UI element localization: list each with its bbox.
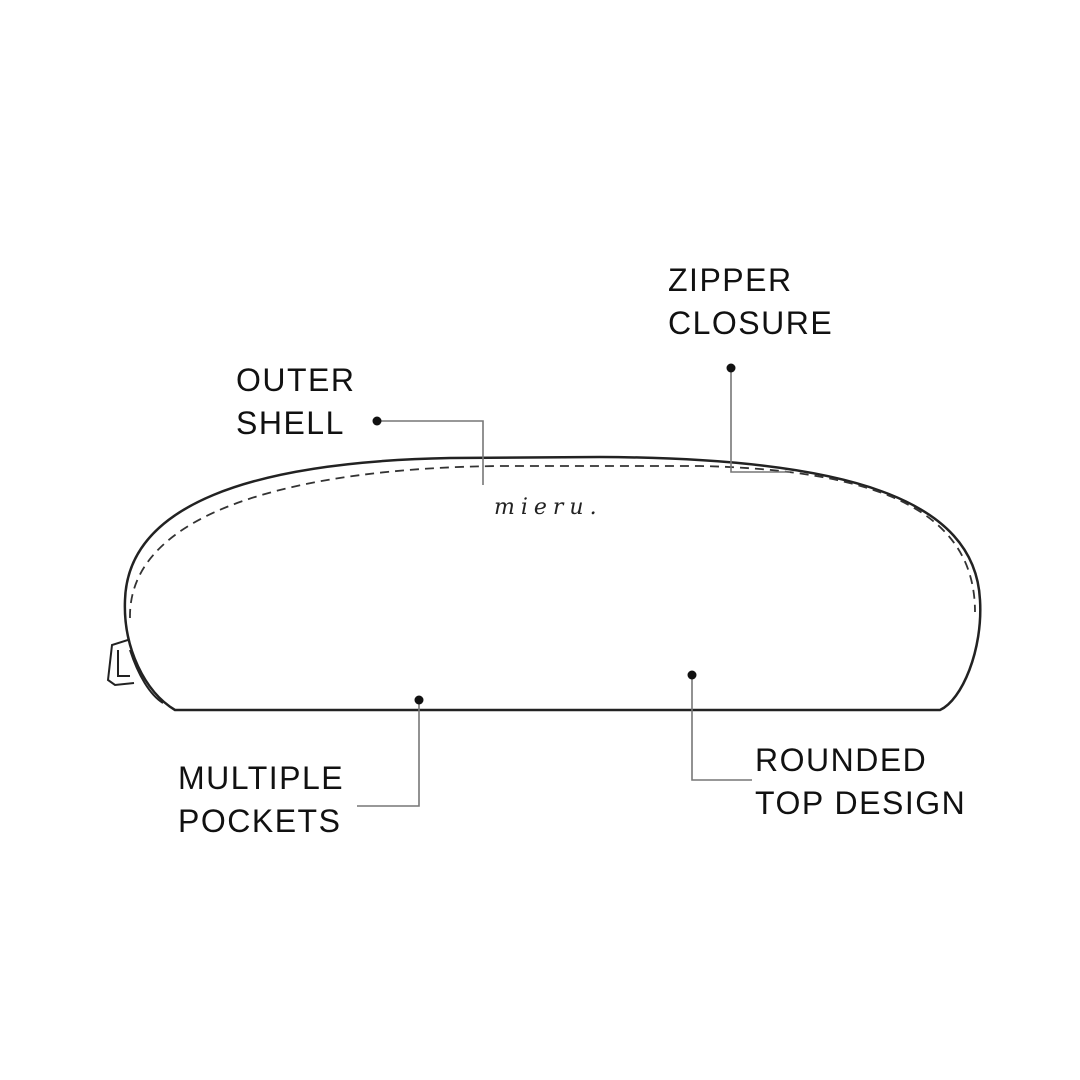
zipper-closure-dot	[726, 363, 736, 373]
leader-lines	[357, 368, 790, 807]
callout-multiple-pockets: MULTIPLE POCKETS	[178, 757, 344, 843]
zipper-pull	[106, 639, 135, 687]
callout-line: POCKETS	[178, 803, 342, 839]
callout-rounded-top-design: ROUNDED TOP DESIGN	[755, 739, 966, 825]
callout-line: CLOSURE	[668, 305, 834, 341]
callout-line: TOP DESIGN	[755, 785, 967, 821]
pouch-outline	[123, 455, 982, 712]
callout-line: OUTER	[236, 362, 356, 398]
callout-zipper-closure: ZIPPER CLOSURE	[668, 259, 833, 345]
callout-line: ZIPPER	[668, 262, 793, 298]
callout-outer-shell: OUTER SHELL	[236, 359, 356, 445]
callout-line: SHELL	[236, 405, 345, 441]
outer-shell-dot	[372, 416, 382, 426]
callout-line: ROUNDED	[755, 742, 928, 778]
rounded-top-dot	[687, 670, 697, 680]
multiple-pockets-dot	[414, 695, 424, 705]
brand-logo: mieru.	[494, 495, 603, 520]
stitch-line	[129, 465, 976, 619]
callout-line: MULTIPLE	[178, 760, 345, 796]
callout-dots	[372, 363, 736, 705]
